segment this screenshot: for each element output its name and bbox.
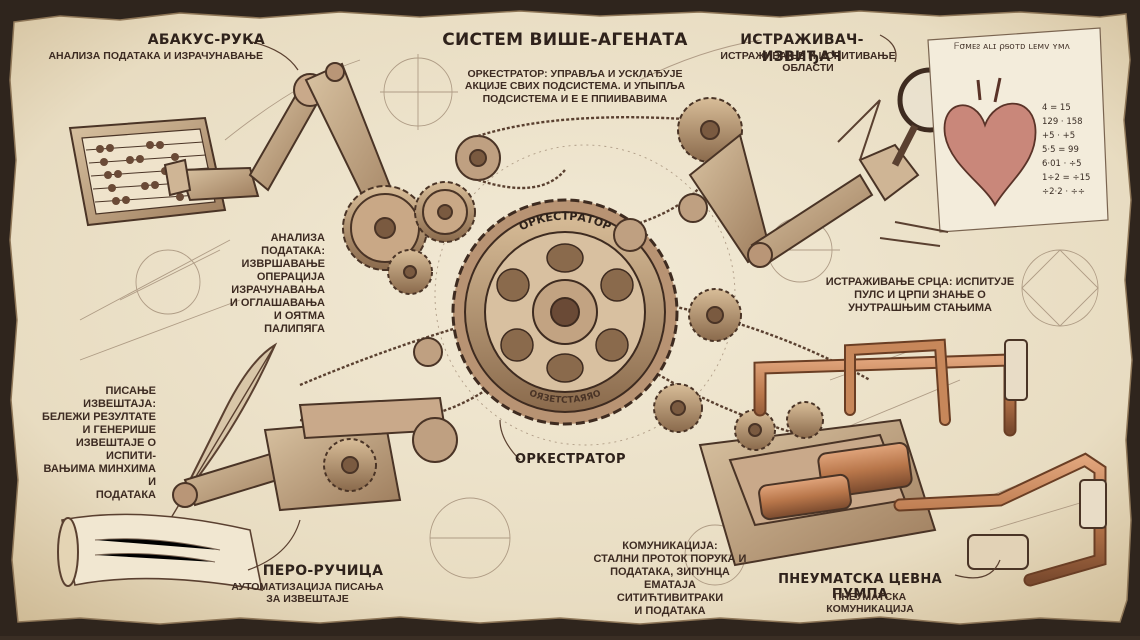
abacus-title: АБАКУС-РУКА (147, 32, 265, 48)
math-note-row: +5 · +5 (1042, 131, 1075, 141)
orchestrator-gear: ОРКЕСТРАТОР ОЯЗЕТСТАЯЯО (451, 198, 679, 426)
pump-icon (698, 401, 937, 567)
researcher-title: ИСТРАЖИВАЧ-ИЗВИЂАЧ (740, 32, 864, 65)
math-note-row: 129 · 158 (1042, 117, 1083, 127)
gear-cluster-left (342, 135, 501, 295)
gear-icon (323, 438, 377, 492)
gear-icon (786, 401, 824, 439)
abacus-subtitle: АНАЛИЗА ПОДАТАКА И ИЗРАЧУНАВАЊЕ (48, 50, 263, 62)
orchestrator-note: ОРКЕСТРАТОР: УПРАВЉА И УСКЛАЂУЈЕ АКЦИЈЕ … (464, 68, 686, 105)
gear-icon (451, 198, 679, 426)
abacus-detail: АНАЛИЗА ПОДАТАКА: ИЗВРШАВАЊЕ ОПЕРАЦИЈА И… (229, 232, 325, 335)
construction-sketches (79, 39, 1099, 586)
gear-icon (414, 181, 476, 243)
pump-title: ПНЕУМАТСКА ЦЕВНА ПУМПА (778, 572, 942, 603)
gear-icon (688, 288, 742, 342)
notes-scribble: ᖴσᴍᴇᴤ ᴀʟɪ ρᵴᴏᴛᴅ ʟᴇᴍᴠ ʏᴍʌ (954, 42, 1071, 52)
gear-icon (387, 249, 433, 295)
orchestrator-label: ОРКЕСТРАТОР (515, 452, 626, 467)
pump-subtitle: ПНЕУМАТСКА КОМУНИКАЦИЈА (826, 591, 914, 616)
quill-detail: ПИСАЊЕ ИЗВЕШТАЈА: БЕЛЕЖИ РЕЗУЛТАТЕ И ГЕН… (42, 385, 156, 501)
mechanical-arm-icon (688, 133, 920, 268)
heart-icon (943, 77, 1037, 207)
math-note-row: 4 = 15 (1042, 103, 1071, 113)
math-notes: 4 = 15 129 · 158 +5 · +5 5·5 = 99 6·01 · ÷5 1… (1042, 103, 1090, 197)
pipe-icon (753, 338, 1107, 587)
math-note-row: 1÷2 = ÷15 (1042, 173, 1090, 183)
quill-subtitle: АУТОМАТИЗАЦИЈА ПИСАЊА ЗА ИЗВЕШТАЈЕ (231, 581, 384, 606)
gear-icon (653, 383, 703, 433)
researcher-detail: ИСТРАЖИВАЊЕ СРЦА: ИСПИТУЈЕ ПУЛС И ЦРПИ З… (825, 276, 1015, 314)
notes-sheet: ᖴσᴍᴇᴤ ᴀʟɪ ρᵴᴏᴛᴅ ʟᴇᴍᴠ ʏᴍʌ 4 = 15 129 · 158… (927, 27, 1109, 233)
communication-detail: КОМУНИКАЦИЈА: СТАЛНИ ПРОТОК ПОРУКА И ПОД… (593, 540, 747, 617)
researcher-subtitle: ИСТРАЖИВАЊЕ И ИСПИТИВАЊЕ ОБЛАСТИ (720, 50, 896, 75)
math-note-row: ÷2·2 · ÷÷ (1042, 187, 1085, 197)
gear-icon (342, 185, 428, 271)
gear-icon (734, 409, 776, 451)
compass-icon (837, 99, 949, 247)
math-note-row: 5·5 = 99 (1042, 145, 1079, 155)
math-note-row: 6·01 · ÷5 (1042, 159, 1082, 169)
quill-title: ПЕРО-РУЧИЦА (262, 563, 384, 579)
quill-assembly (57, 337, 458, 591)
leader-lines (247, 34, 1001, 579)
scroll-icon (57, 513, 264, 591)
diagram-title: СИСТЕМ ВИШЕ-АГЕНАТА (442, 30, 688, 50)
